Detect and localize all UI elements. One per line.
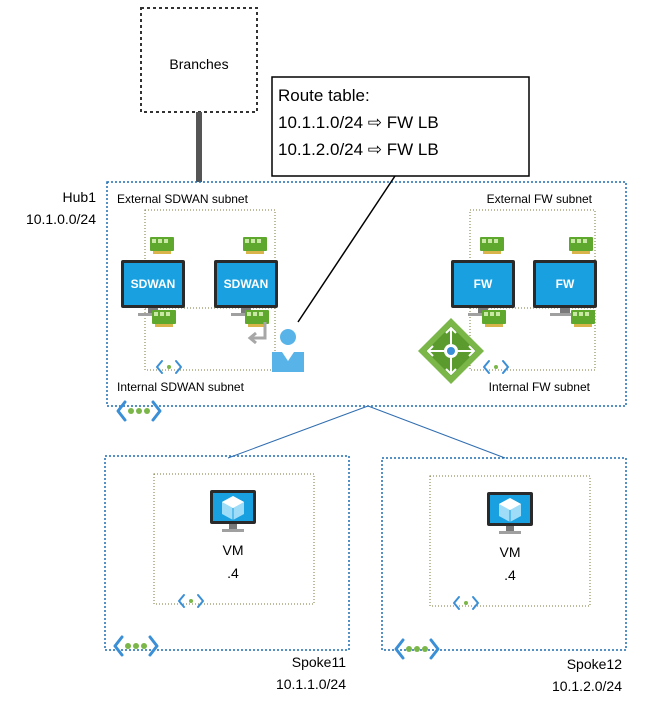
fw-appliance-2[interactable]: FW — [533, 237, 597, 327]
spoke12-subnet-icon — [453, 596, 479, 610]
spoke12-vnet[interactable]: VM .4 — [381, 457, 627, 660]
hub-cidr: 10.1.0.0/24 — [26, 211, 96, 227]
peering-line-spoke11 — [227, 405, 369, 459]
spoke12-subnet-box — [429, 475, 591, 607]
sdwan-subnet-icon — [156, 360, 182, 374]
spoke12-vm-label: VM — [500, 544, 521, 560]
spoke11-vm-ip: .4 — [227, 565, 239, 581]
route-table-title: Route table: — [278, 86, 370, 105]
nic-icon — [150, 237, 174, 254]
spoke11-subnet-icon — [178, 594, 204, 608]
fw-subnet-icon — [483, 360, 509, 374]
sdwan-2-label: SDWAN — [224, 277, 269, 291]
route-table-icon[interactable] — [247, 322, 304, 372]
callout-pointer — [297, 175, 396, 323]
fw-2-label: FW — [556, 277, 575, 291]
internal-fw-subnet-label: Internal FW subnet — [489, 380, 591, 394]
spoke12-cidr: 10.1.2.0/24 — [552, 678, 622, 694]
fw-1-label: FW — [474, 277, 493, 291]
spoke11-vnet[interactable]: VM .4 — [104, 455, 350, 657]
hub-vnet[interactable] — [106, 181, 627, 407]
internal-sdwan-subnet-label: Internal SDWAN subnet — [117, 380, 245, 394]
spoke11-name: Spoke11 — [292, 654, 346, 670]
route-table-callout[interactable]: Route table: 10.1.1.0/24 ⇨ FW LB 10.1.2.… — [271, 76, 530, 177]
route-entry-1: 10.1.1.0/24 ⇨ FW LB — [278, 113, 439, 132]
spoke11-vnet-icon — [113, 635, 159, 657]
sdwan-1-label: SDWAN — [131, 277, 176, 291]
external-fw-subnet-label: External FW subnet — [487, 192, 593, 206]
spoke12-vnet-icon — [394, 638, 440, 660]
branches-label: Branches — [169, 56, 228, 72]
nic-icon — [569, 237, 593, 254]
spoke12-vm-ip: .4 — [504, 567, 516, 583]
spoke11-subnet-box — [153, 473, 315, 605]
spoke11-vm-label: VM — [223, 542, 244, 558]
spoke12-name: Spoke12 — [567, 656, 622, 672]
nic-icon — [482, 310, 506, 327]
sdwan-appliance-1[interactable]: SDWAN — [121, 237, 185, 327]
peering-line-spoke12 — [367, 405, 506, 459]
hub-name: Hub1 — [63, 189, 97, 205]
vm-icon — [209, 489, 257, 533]
nic-icon — [480, 237, 504, 254]
branches-node[interactable]: Branches — [140, 7, 258, 113]
spoke11-cidr: 10.1.1.0/24 — [276, 676, 346, 692]
sdwan-appliance-2[interactable]: SDWAN — [214, 237, 278, 327]
route-entry-2: 10.1.2.0/24 ⇨ FW LB — [278, 140, 439, 159]
nic-icon — [152, 310, 176, 327]
hub-vnet-icon — [116, 400, 162, 422]
fw-appliance-1[interactable]: FW — [451, 237, 515, 327]
load-balancer-icon[interactable] — [418, 318, 484, 384]
nic-icon — [571, 310, 595, 327]
vm-icon — [486, 491, 534, 535]
nic-icon — [243, 237, 267, 254]
external-sdwan-subnet-label: External SDWAN subnet — [117, 192, 249, 206]
